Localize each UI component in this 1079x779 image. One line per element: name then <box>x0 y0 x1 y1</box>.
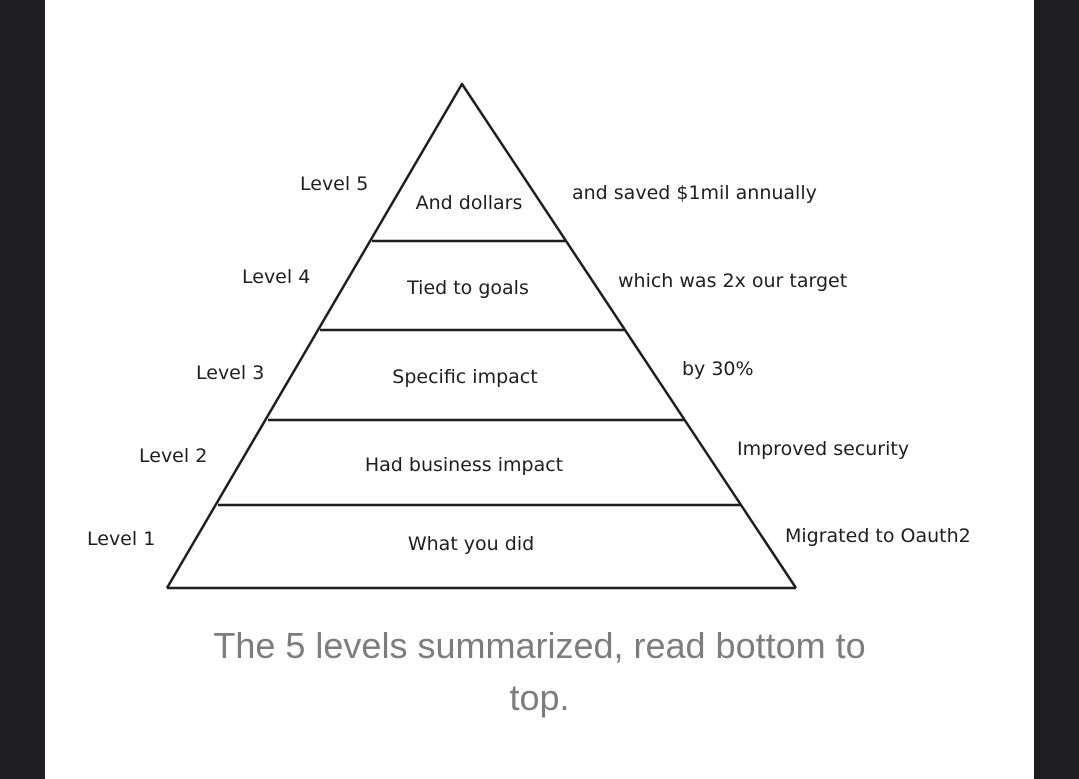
tier-4-label: Tied to goals <box>406 277 529 299</box>
tier-5-label: And dollars <box>416 192 523 214</box>
level-3-example: by 30% <box>682 358 754 380</box>
content-panel <box>45 0 1034 779</box>
level-4-example: which was 2x our target <box>618 270 847 292</box>
level-1-example: Migrated to Oauth2 <box>785 525 971 547</box>
level-4-label: Level 4 <box>242 266 310 288</box>
level-2-label: Level 2 <box>139 445 207 467</box>
caption-line-1: The 5 levels summarized, read bottom to <box>213 625 866 666</box>
pyramid-outline <box>165 82 798 589</box>
level-3-label: Level 3 <box>196 362 264 384</box>
level-5-label: Level 5 <box>300 173 368 195</box>
figure-caption: The 5 levels summarized, read bottom to … <box>45 620 1034 724</box>
caption-line-2: top. <box>509 677 570 718</box>
tier-1-label: What you did <box>408 533 534 555</box>
pyramid-diagram: Level 5 And dollars and saved $1mil annu… <box>87 82 971 590</box>
level-2-example: Improved security <box>737 438 909 460</box>
tier-2-label: Had business impact <box>365 454 563 476</box>
tier-3-label: Specific impact <box>392 366 537 388</box>
level-1-label: Level 1 <box>87 528 155 550</box>
level-5-example: and saved $1mil annually <box>572 182 817 204</box>
